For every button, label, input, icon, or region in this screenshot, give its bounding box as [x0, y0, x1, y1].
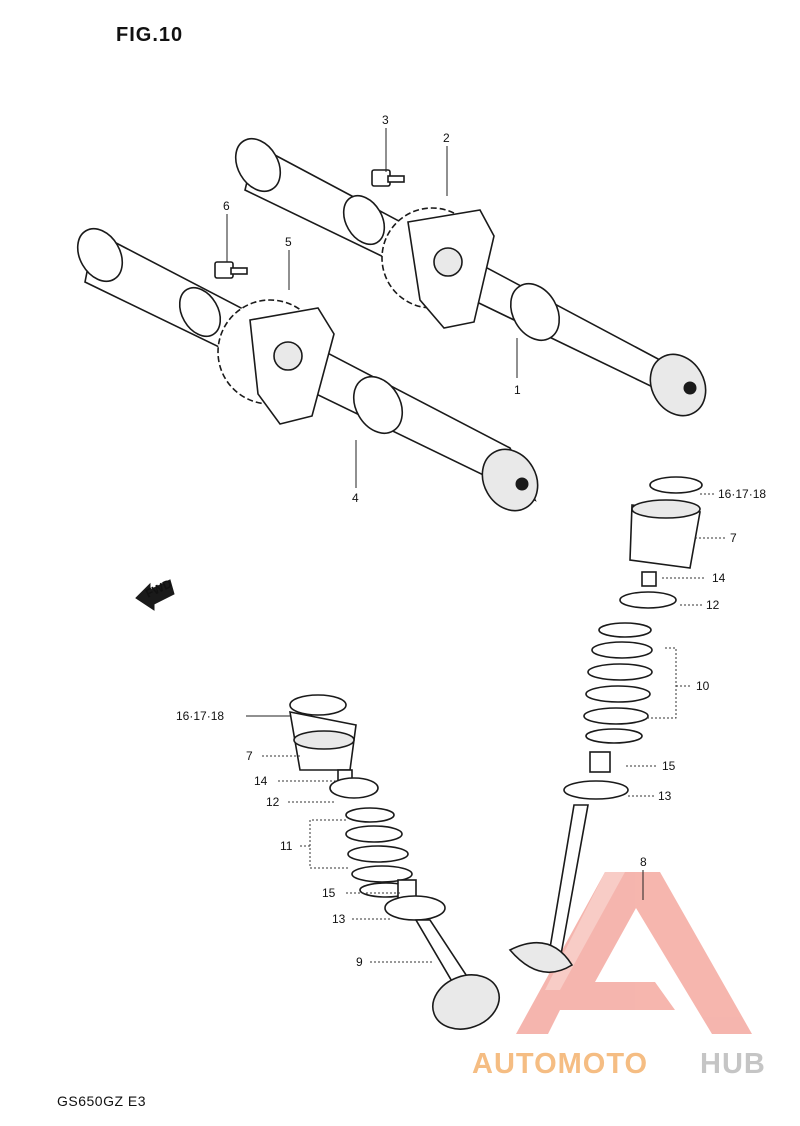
callout-16-17-18-right: 16·17·18 [718, 487, 766, 501]
callout-15-left: 15 [322, 886, 336, 900]
callout-15-right: 15 [662, 759, 676, 773]
callout-12-right: 12 [706, 598, 720, 612]
valve-assembly-right [508, 476, 703, 974]
callout-14-right: 14 [712, 571, 726, 585]
figure-title: FIG.10 [116, 24, 184, 46]
model-code: GS650GZ E3 [57, 1093, 147, 1109]
valve-spring-right [583, 622, 653, 744]
callout-7-left: 7 [246, 749, 253, 763]
watermark-triangle-outer [516, 872, 752, 1034]
callout-9: 9 [356, 955, 363, 969]
watermark-text-accent: HUB [700, 1048, 766, 1080]
callout-5: 5 [285, 235, 292, 249]
callout-13-right: 13 [658, 789, 672, 803]
cam-sprocket-intake [217, 299, 335, 425]
callout-3: 3 [382, 113, 389, 127]
bolt-3 [371, 169, 405, 187]
watermark-logo: AUTOMOTO HUB [472, 872, 766, 1080]
callout-11: 11 [280, 839, 293, 853]
cam-sprocket-exhaust [381, 207, 495, 329]
callout-2: 2 [443, 131, 450, 145]
valve-assembly-left [289, 694, 500, 1030]
callout-4: 4 [352, 491, 359, 505]
callout-6: 6 [223, 199, 230, 213]
callout-12-left: 12 [266, 795, 280, 809]
leader-lines [226, 128, 726, 963]
watermark-text-main: AUTOMOTO [472, 1048, 648, 1080]
callout-labels: 1 2 3 4 5 6 7 7 8 9 10 11 12 12 13 13 14… [176, 113, 766, 969]
bolt-6 [214, 261, 248, 279]
callout-8: 8 [640, 855, 647, 869]
callout-16-17-18-left: 16·17·18 [176, 709, 224, 723]
callout-13-left: 13 [332, 912, 346, 926]
callout-7-right: 7 [730, 531, 737, 545]
callout-14-left: 14 [254, 774, 268, 788]
callout-10: 10 [696, 679, 710, 693]
forward-arrow: FWD [135, 576, 175, 611]
callout-1: 1 [514, 383, 521, 397]
